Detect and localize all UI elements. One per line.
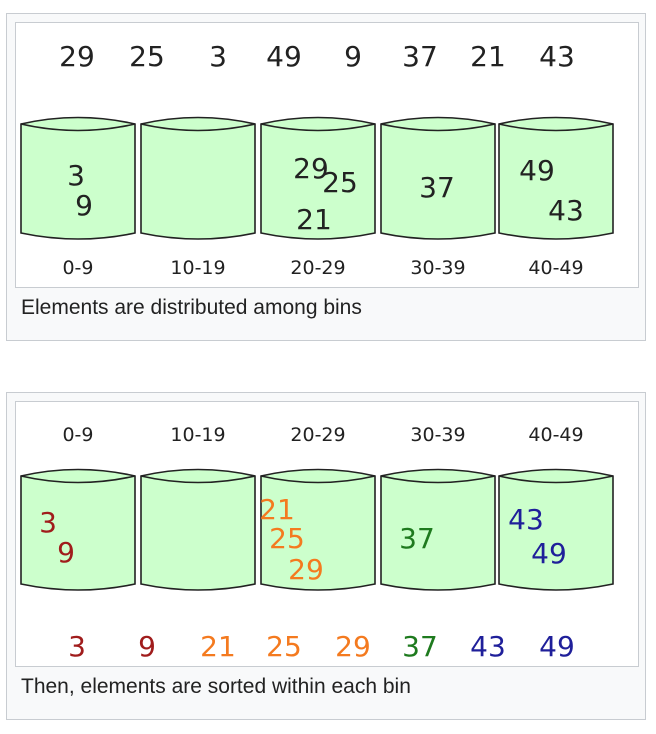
sequence-number: 29 xyxy=(59,40,95,73)
bin-range-label: 0-9 xyxy=(62,257,93,279)
bin-rim-0 xyxy=(20,123,136,132)
bin-2 xyxy=(260,468,376,591)
bin-range-label: 20-29 xyxy=(290,424,345,446)
bin-1 xyxy=(140,468,256,591)
bin-item: 37 xyxy=(419,171,455,204)
sorted-number: 43 xyxy=(470,630,506,663)
bin-item: 43 xyxy=(508,503,544,536)
bin-rim-2 xyxy=(260,123,376,132)
bin-rim-1 xyxy=(140,475,256,484)
sequence-number: 21 xyxy=(470,40,506,73)
bin-rim-2 xyxy=(260,475,376,484)
caption-sort: Then, elements are sorted within each bi… xyxy=(21,675,411,698)
bin-1 xyxy=(140,116,256,240)
sorted-number: 21 xyxy=(200,630,236,663)
sequence-number: 25 xyxy=(129,40,165,73)
bin-range-label: 10-19 xyxy=(170,257,225,279)
bin-0 xyxy=(20,116,136,240)
sorted-number: 29 xyxy=(335,630,371,663)
caption-distribute: Elements are distributed among bins xyxy=(21,296,362,319)
bin-item: 21 xyxy=(296,203,332,236)
bin-0 xyxy=(20,468,136,591)
sorted-number: 37 xyxy=(402,630,438,663)
bin-range-label: 20-29 xyxy=(290,257,345,279)
sequence-number: 9 xyxy=(344,40,362,73)
bin-item: 25 xyxy=(269,522,305,555)
bin-rim-4 xyxy=(498,123,614,132)
bin-rim-3 xyxy=(380,475,496,484)
bin-item: 21 xyxy=(259,493,295,526)
bin-item: 9 xyxy=(57,536,75,569)
bin-item: 49 xyxy=(531,537,567,570)
bin-rim-0 xyxy=(20,475,136,484)
bin-range-label: 10-19 xyxy=(170,424,225,446)
bin-4 xyxy=(498,468,614,591)
bin-range-label: 40-49 xyxy=(528,257,583,279)
sequence-number: 3 xyxy=(209,40,227,73)
bin-range-label: 0-9 xyxy=(62,424,93,446)
bin-item: 43 xyxy=(548,194,584,227)
bin-2 xyxy=(260,116,376,240)
sequence-number: 43 xyxy=(539,40,575,73)
bin-range-label: 30-39 xyxy=(410,424,465,446)
bin-item: 37 xyxy=(399,522,435,555)
bin-item: 9 xyxy=(75,189,93,222)
bin-item: 3 xyxy=(39,506,57,539)
bin-rim-4 xyxy=(498,475,614,484)
bin-3 xyxy=(380,468,496,591)
sorted-number: 9 xyxy=(138,630,156,663)
bin-item: 29 xyxy=(288,553,324,586)
bin-item: 3 xyxy=(67,159,85,192)
bin-rim-1 xyxy=(140,123,256,132)
sequence-number: 37 xyxy=(402,40,438,73)
bin-4 xyxy=(498,116,614,240)
bin-rim-3 xyxy=(380,123,496,132)
bin-item: 25 xyxy=(322,166,358,199)
bin-item: 49 xyxy=(519,154,555,187)
sorted-number: 49 xyxy=(539,630,575,663)
bin-range-label: 30-39 xyxy=(410,257,465,279)
sorted-number: 25 xyxy=(266,630,302,663)
bin-3 xyxy=(380,116,496,240)
sequence-number: 49 xyxy=(266,40,302,73)
bin-range-label: 40-49 xyxy=(528,424,583,446)
bin-item: 29 xyxy=(293,152,329,185)
sorted-number: 3 xyxy=(68,630,86,663)
